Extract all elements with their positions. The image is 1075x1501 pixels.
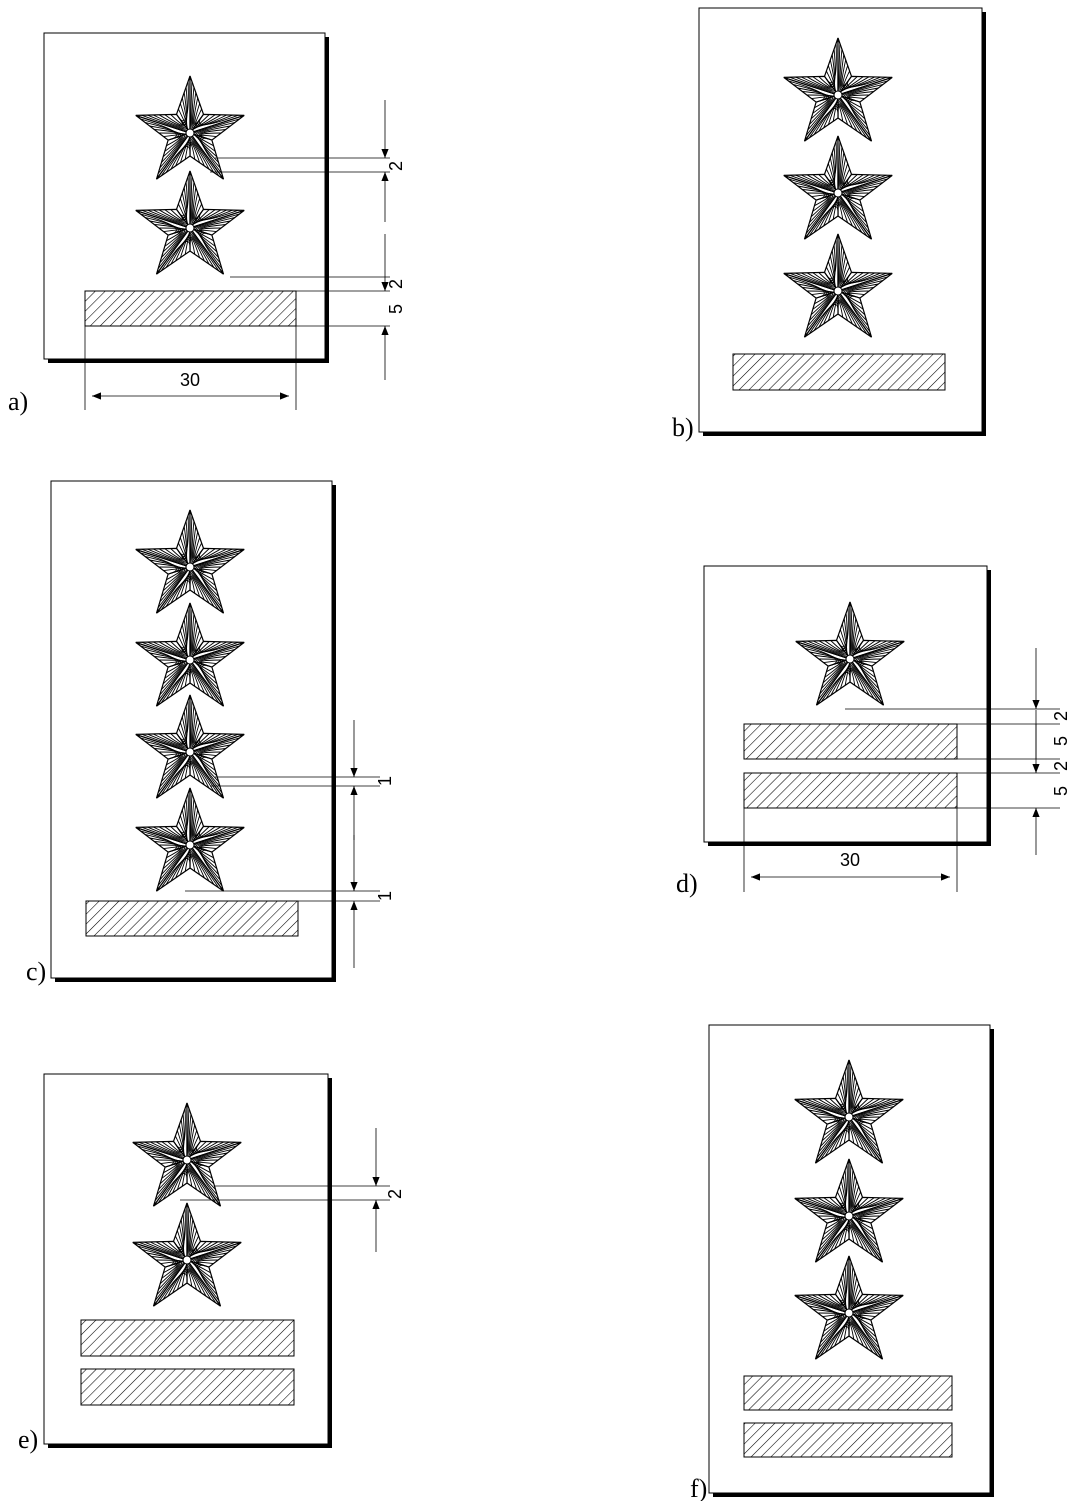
star-icon	[795, 601, 905, 706]
dimension-bar-gap: 1	[375, 891, 395, 901]
insignia-bar	[80, 1368, 295, 1406]
dimension-lines	[180, 1128, 390, 1252]
star-icon	[132, 1202, 242, 1307]
panel-label-f: f)	[690, 1474, 707, 1501]
dimension-lines	[743, 648, 1060, 892]
insignia-bar	[743, 1375, 953, 1411]
star-icon	[783, 233, 893, 338]
panel-e: 2 e)	[18, 1073, 405, 1454]
panel-label-c: c)	[26, 957, 46, 986]
star-icon	[132, 1102, 242, 1207]
panel-label-b: b)	[672, 413, 694, 442]
dimension-star-gap: 2	[1051, 711, 1071, 721]
dimension-bar-width: 30	[840, 850, 860, 870]
dimension-bar-width: 30	[180, 370, 200, 390]
panel-b: b)	[672, 7, 986, 442]
star-icon	[135, 787, 245, 892]
insignia-bar	[84, 290, 297, 327]
star-icon	[135, 75, 245, 180]
insignia-bar	[80, 1319, 295, 1357]
star-icon	[135, 509, 245, 614]
panel-label-e: e)	[18, 1425, 38, 1454]
insignia-bar	[85, 900, 299, 937]
panel-d: 2 5 2 5 30 d)	[676, 565, 1071, 898]
panel-a: 2 2 5 30 a)	[8, 32, 406, 416]
insignia-bar	[743, 723, 958, 760]
star-icon	[783, 135, 893, 240]
insignia-bar	[743, 1422, 953, 1458]
panel-label-d: d)	[676, 869, 698, 898]
dimension-lines	[185, 720, 380, 968]
panel-c: 1 1 c)	[26, 480, 395, 986]
dimension-bar-height-1: 5	[1051, 736, 1071, 746]
star-icon	[783, 37, 893, 142]
star-icon	[794, 1059, 904, 1164]
dimension-star-gap: 2	[386, 161, 406, 171]
star-icon	[794, 1255, 904, 1360]
dimension-bar-gap: 2	[1051, 761, 1071, 771]
dimension-bar-gap: 2	[386, 279, 406, 289]
dimension-bar-height: 5	[386, 304, 406, 314]
star-icon	[135, 694, 245, 799]
dimension-star-gap: 1	[375, 776, 395, 786]
star-icon	[135, 602, 245, 707]
dimension-bar-height-2: 5	[1051, 786, 1071, 796]
dimension-lines	[84, 100, 390, 410]
star-icon	[135, 170, 245, 275]
star-icon	[794, 1158, 904, 1263]
panel-label-a: a)	[8, 387, 28, 416]
insignia-bar	[743, 772, 958, 809]
dimension-star-gap: 2	[385, 1189, 405, 1199]
panel-f: f)	[690, 1024, 994, 1501]
insignia-bar	[732, 353, 946, 391]
